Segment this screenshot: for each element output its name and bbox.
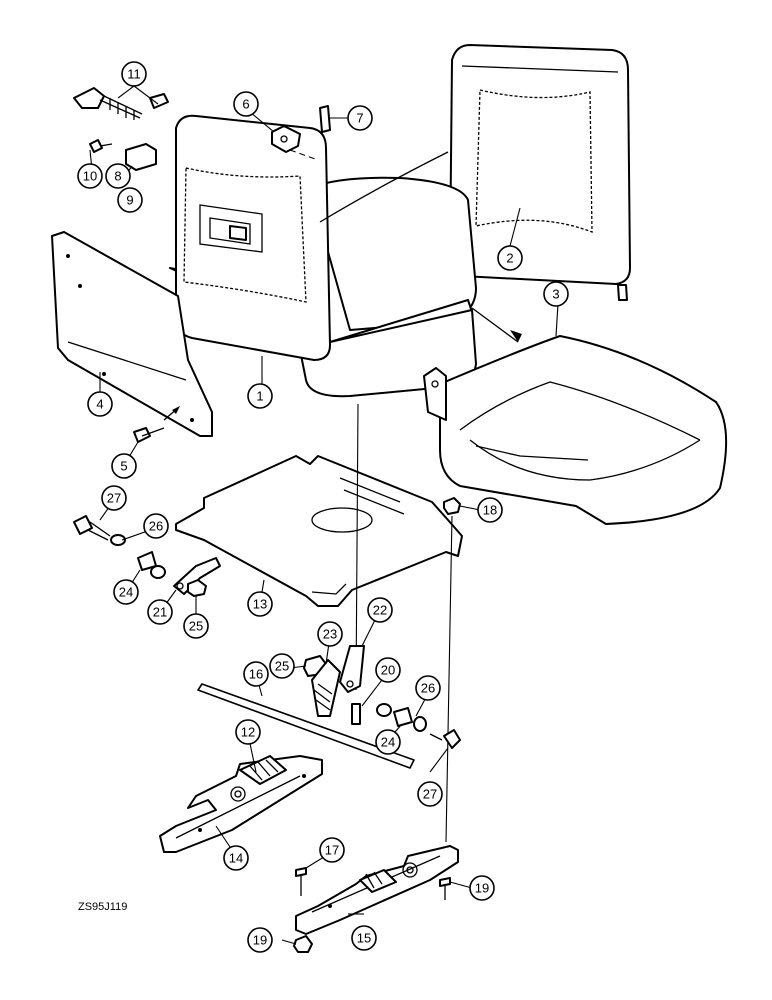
knob-6 xyxy=(271,125,319,161)
knob-bolt-11 xyxy=(73,87,169,120)
callout-19-lower: 19 xyxy=(247,927,273,953)
spacer-24-lower xyxy=(393,707,413,727)
callout-10: 10 xyxy=(77,163,103,189)
callout-23: 23 xyxy=(317,621,343,647)
svg-text:22: 22 xyxy=(373,603,387,618)
svg-text:4: 4 xyxy=(96,397,103,412)
svg-text:8: 8 xyxy=(114,169,121,184)
svg-text:26: 26 xyxy=(149,519,163,534)
seat-cushion xyxy=(423,335,728,525)
svg-text:19: 19 xyxy=(475,881,489,896)
pin-7 xyxy=(319,105,331,133)
callout-21: 21 xyxy=(147,599,173,625)
svg-text:21: 21 xyxy=(153,605,167,620)
slide-rail-right xyxy=(295,845,459,935)
callout-15: 15 xyxy=(351,925,377,951)
callout-17: 17 xyxy=(319,837,345,863)
washer-26-upper xyxy=(110,534,126,546)
svg-text:9: 9 xyxy=(126,193,133,208)
bolt-27-upper xyxy=(73,515,111,541)
svg-text:27: 27 xyxy=(107,491,121,506)
callout-24-upper: 24 xyxy=(113,579,139,605)
svg-text:26: 26 xyxy=(421,681,435,696)
callout-7: 7 xyxy=(347,105,373,131)
callout-4: 4 xyxy=(87,391,113,417)
callout-12: 12 xyxy=(235,719,261,745)
svg-text:5: 5 xyxy=(120,459,127,474)
drawing-code: ZS95J119 xyxy=(78,901,127,913)
nut-19-lower xyxy=(293,935,313,953)
svg-text:17: 17 xyxy=(325,843,339,858)
mounting-plate xyxy=(175,455,463,607)
svg-text:1: 1 xyxy=(256,389,263,404)
bolt-27-lower xyxy=(429,729,461,749)
svg-text:14: 14 xyxy=(229,851,243,866)
callout-6: 6 xyxy=(233,91,259,117)
callout-19-upper: 18 xyxy=(477,497,503,523)
nut-25-upper xyxy=(187,579,207,597)
callout-18: 19 xyxy=(469,875,495,901)
callout-5: 5 xyxy=(111,453,137,479)
svg-text:13: 13 xyxy=(253,597,267,612)
callout-14: 14 xyxy=(223,845,249,871)
bolt-18 xyxy=(439,877,451,900)
callout-26-upper: 26 xyxy=(143,513,169,539)
washer-26-lower-a xyxy=(376,703,392,717)
callout-20: 20 xyxy=(375,657,401,683)
callout-25-upper: 25 xyxy=(183,613,209,639)
svg-text:16: 16 xyxy=(249,667,263,682)
svg-text:3: 3 xyxy=(552,287,559,302)
bracket-22 xyxy=(339,645,365,693)
bracket-8-9 xyxy=(125,143,157,171)
svg-text:25: 25 xyxy=(275,659,289,674)
spacer-24-upper xyxy=(137,551,166,579)
svg-text:20: 20 xyxy=(381,663,395,678)
svg-text:11: 11 xyxy=(127,67,141,82)
callout-1: 1 xyxy=(247,383,273,409)
callout-8: 8 xyxy=(105,163,131,189)
svg-text:15: 15 xyxy=(357,931,371,946)
callout-11: 11 xyxy=(121,61,147,87)
slide-rail-left xyxy=(159,755,323,853)
screw-5 xyxy=(133,406,180,443)
callout-27-upper: 27 xyxy=(101,485,127,511)
svg-text:6: 6 xyxy=(242,97,249,112)
rod-16 xyxy=(197,683,415,769)
callout-22: 22 xyxy=(367,597,393,623)
callout-9: 9 xyxy=(117,187,143,213)
callout-26-lower: 26 xyxy=(415,675,441,701)
svg-text:27: 27 xyxy=(423,787,437,802)
svg-text:18: 18 xyxy=(483,503,497,518)
side-panel xyxy=(51,231,213,437)
svg-text:19: 19 xyxy=(253,933,267,948)
callout-2: 2 xyxy=(497,245,523,271)
svg-text:25: 25 xyxy=(189,619,203,634)
svg-text:10: 10 xyxy=(83,169,97,184)
svg-text:24: 24 xyxy=(381,735,395,750)
bolt-17 xyxy=(295,867,307,896)
svg-text:7: 7 xyxy=(356,111,363,126)
callout-24-lower: 24 xyxy=(375,729,401,755)
callout-27-lower: 27 xyxy=(417,781,443,807)
svg-text:23: 23 xyxy=(323,627,337,642)
callout-16: 16 xyxy=(243,661,269,687)
callout-25-lower: 25 xyxy=(269,653,295,679)
svg-text:12: 12 xyxy=(241,725,255,740)
lever-23 xyxy=(311,659,341,717)
link-21 xyxy=(173,557,221,595)
nut-19-upper xyxy=(443,497,461,515)
bolt-20 xyxy=(351,703,361,725)
callout-3: 3 xyxy=(543,281,569,307)
svg-text:2: 2 xyxy=(506,251,513,266)
washer-26-lower-b xyxy=(413,716,427,732)
svg-text:24: 24 xyxy=(119,585,133,600)
callout-13: 13 xyxy=(247,591,273,617)
seat-back-cushion xyxy=(449,44,631,301)
screw-10 xyxy=(89,139,113,153)
